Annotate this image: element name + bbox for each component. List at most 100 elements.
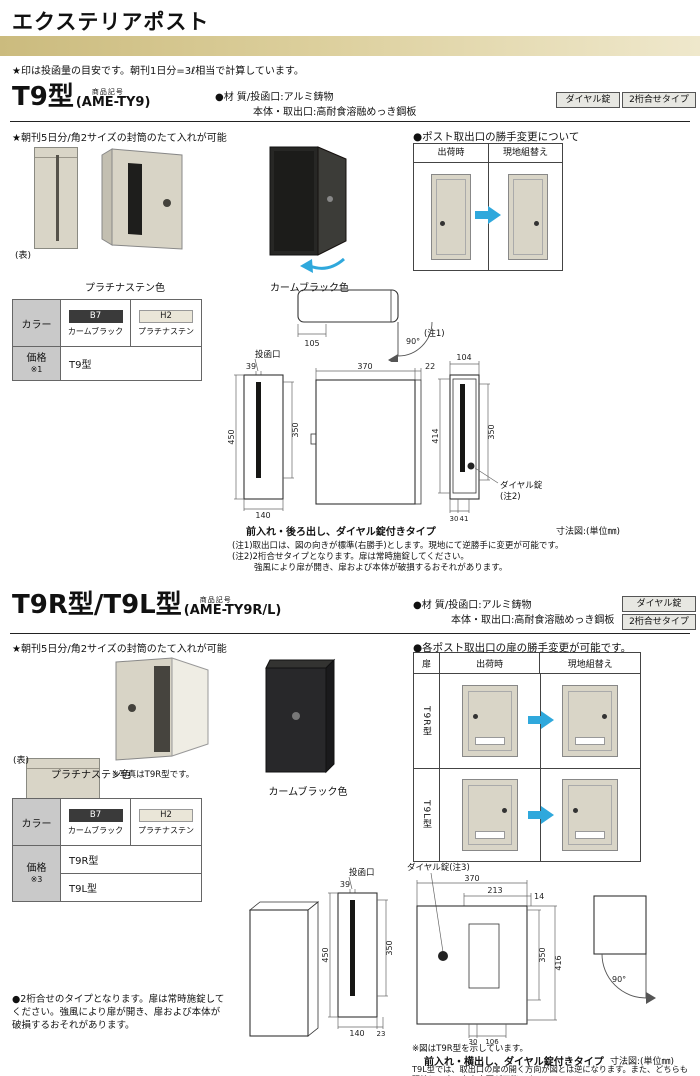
t9-material-line1: ●材 質/投函口:アルミ鋳物 — [215, 92, 334, 103]
dim-370: 370 — [357, 362, 372, 371]
dial-lock-label: ダイヤル錠 — [500, 480, 543, 491]
dim-140: 140 — [349, 1029, 364, 1038]
dial-knob — [602, 714, 608, 719]
trl-left-note: ●2桁合せのタイプとなります。扉は常時施錠してください。強風により扉が開き、扉お… — [12, 994, 225, 1031]
t9-unit-note: 寸法図:(単位㎜) — [556, 527, 621, 537]
dim-414: 414 — [431, 428, 440, 443]
t9-product-code: (AME-TY9) — [75, 95, 151, 110]
dim-350: 350 — [538, 947, 547, 962]
t9-note-2: (注2)2桁合せタイプとなります。扉は常時施錠してください。 — [232, 552, 469, 562]
h2-name: プラチナステン — [138, 326, 194, 336]
change-arrow-icon — [528, 711, 554, 729]
trl-material-line1: ●材 質/投函口:アルミ鋳物 — [413, 600, 532, 611]
dial-knob — [440, 221, 445, 227]
dim-450: 450 — [228, 429, 236, 444]
trl-handing-row-t9l: T9L型 — [414, 768, 640, 861]
trl-box-drawing — [248, 901, 320, 1037]
t9-top-view-drawing: 90° 105 (注1) — [297, 289, 445, 362]
t9-product-code-label: 商品記号 — [91, 88, 124, 96]
t9-feature: ★朝刊5日分/角2サイズの封筒のたて入れが可能 — [12, 133, 227, 144]
dial-knob — [534, 221, 539, 227]
t9-front-view-label: (表) — [15, 251, 32, 261]
b7-name: カームブラック — [67, 825, 124, 835]
price-header: 価格 ※3 — [13, 846, 61, 901]
t9-badge-2digit: 2桁合せタイプ — [622, 92, 696, 108]
open-door — [171, 657, 209, 757]
dial-knob — [128, 704, 136, 712]
t9-section-header: T9型 商品記号 (AME-TY9) — [12, 84, 150, 110]
mail-slot — [56, 155, 59, 241]
t9-handing-header: 出荷時 現地組替え — [414, 144, 562, 163]
dial-knob — [472, 714, 478, 719]
price-header: 価格 ※1 — [13, 347, 61, 380]
dial-knob — [573, 808, 579, 813]
dim-30: 30 — [450, 515, 459, 523]
trl-badge-dial-lock: ダイヤル錠 — [622, 596, 696, 612]
trl-feature: ★朝刊5日分/角2サイズの封筒のたて入れが可能 — [12, 644, 227, 655]
trl-badge-2digit: 2桁合せタイプ — [622, 614, 696, 630]
trl-right-note-1: ※図はT9R型を示しています。 — [412, 1044, 529, 1054]
mail-slot — [256, 382, 261, 478]
t9-note-3: 強風により扉が開き、扉および本体が破損するおそれがあります。 — [254, 563, 508, 573]
trl-front-view-drawing: 投函口 39 450 350 140 23 — [322, 867, 394, 1038]
dial-knob — [163, 199, 171, 207]
t9-material-line2: 本体・取出口:高耐食溶融めっき鋼板 — [253, 107, 417, 118]
trl-section-header: T9R型/T9L型 商品記号 (AME-TY9R/L) — [12, 592, 281, 618]
color-b7-cell: B7 カームブラック — [61, 300, 131, 346]
t9-handing-site-label: 現地組替え — [488, 144, 562, 162]
t9l-site-image-cell — [541, 769, 641, 861]
arrowhead — [646, 992, 656, 1004]
dim-90: 90° — [612, 975, 626, 984]
dial-knob — [467, 462, 475, 470]
t9-handing-title: ●ポスト取出口の勝手変更について — [413, 131, 580, 143]
t9-handing-ship-label: 出荷時 — [437, 148, 465, 158]
change-arrow-icon — [475, 206, 501, 224]
trl-divider — [10, 633, 690, 634]
t9-handing-ship-image — [431, 174, 471, 260]
trl-material: ●材 質/投函口:アルミ鋳物 本体・取出口:高耐食溶融めっき鋼板 — [413, 598, 614, 628]
t9-photo-black — [269, 146, 347, 273]
mail-slot — [128, 163, 142, 235]
b7-swatch: B7 — [68, 808, 123, 822]
trl-product-code: (AME-TY9R/L) — [183, 603, 282, 618]
dim-140: 140 — [255, 511, 270, 520]
takeout-door — [452, 378, 477, 494]
swing-arrow — [309, 257, 345, 270]
color-h2-cell: H2 プラチナステン — [131, 300, 201, 346]
trl-black-label: カームブラック色 — [268, 787, 348, 798]
color-header: カラー — [13, 799, 61, 845]
t9-divider — [10, 121, 690, 122]
t9-handing-site-image — [508, 174, 548, 260]
seam-line — [27, 768, 99, 769]
change-arrow-icon — [528, 806, 554, 824]
trl-photo-angled-open — [115, 657, 209, 761]
color-b7-cell: B7 カームブラック — [61, 799, 131, 845]
dim-104: 104 — [456, 353, 471, 362]
trl-platinum-label: プラチナステン色 — [51, 770, 131, 781]
post-image — [562, 779, 619, 851]
t9-color-price-table: カラー B7 カームブラック H2 プラチナステン 価格 ※1 T9型 — [12, 299, 202, 381]
slot-window — [460, 384, 465, 472]
trl-takeout-side-drawing: ダイヤル錠(注3) 370 213 14 350 416 30 106 — [407, 862, 563, 1046]
trl-photo-note: ※写真はT9R型です。 — [112, 770, 195, 780]
t9-black-label: カームブラック色 — [269, 283, 350, 294]
row-label-t9r: T9R型 — [414, 674, 440, 768]
t9r-ship-image-cell — [440, 674, 541, 768]
page-title: エクステリアポスト — [12, 10, 210, 34]
dim-350: 350 — [385, 940, 394, 955]
ship-header: 出荷時 — [440, 653, 541, 673]
trl-handing-row-t9r: T9R型 — [414, 673, 640, 768]
trl-product-code-label: 商品記号 — [199, 596, 232, 604]
slot-label: 投函口 — [255, 349, 281, 360]
dial-lock-label: ダイヤル錠(注3) — [407, 862, 470, 873]
t9-material: ●材 質/投函口:アルミ鋳物 本体・取出口:高耐食溶融めっき鋼板 — [215, 90, 416, 120]
dial-lock-ref: (注2) — [500, 491, 521, 502]
t9-drawing-caption: 前入れ・後ろ出し、ダイヤル錠付きタイプ — [246, 527, 436, 538]
t9-model-name: T9型 — [12, 82, 74, 112]
dim-22: 22 — [425, 362, 435, 371]
dim-39: 39 — [246, 362, 256, 371]
b7-name: カームブラック — [67, 326, 124, 336]
row-label-t9l: T9L型 — [414, 769, 440, 861]
mail-slot — [350, 900, 355, 996]
color-header: カラー — [13, 300, 61, 346]
